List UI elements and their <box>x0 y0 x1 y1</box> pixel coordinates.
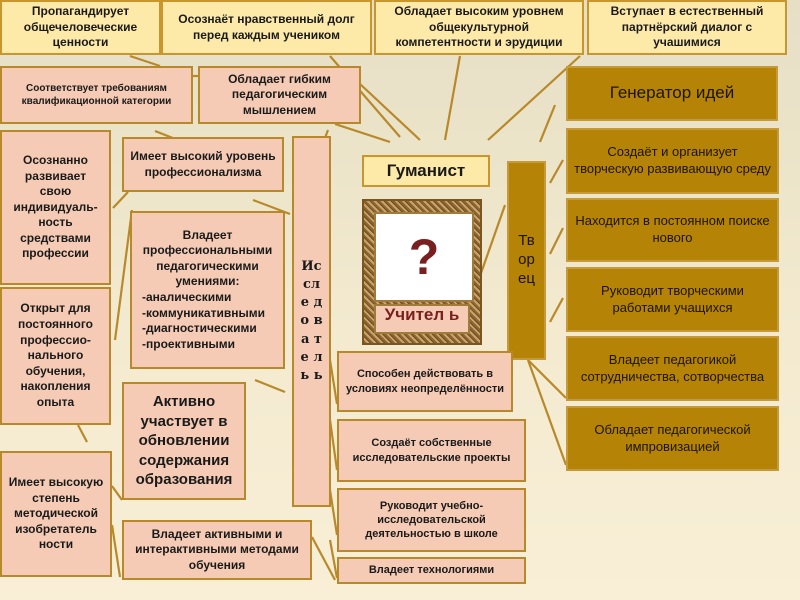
connector-line <box>443 55 462 141</box>
creator-item-text: Создаёт и организует творческую развиваю… <box>574 144 771 176</box>
box-professional-skills: Владеет профессиональными педагогическим… <box>130 211 285 369</box>
researcher-item: Создаёт собственные исследовательские пр… <box>337 419 526 482</box>
box-text: Владеет активными и интерактивными метод… <box>135 526 299 572</box>
box-professionalism: Имеет высокий уровень профессионализма <box>122 137 284 192</box>
connector-line <box>111 485 123 501</box>
left-box-text: Открыт для постоянного профессио-нальног… <box>18 301 93 409</box>
creator-label: Тв ор ец <box>518 232 535 287</box>
question-mark-icon: ? <box>408 229 440 285</box>
connector-line <box>359 83 421 141</box>
left-box-text: Осознанно развивает свою индивидуаль-нос… <box>13 152 98 261</box>
connector-line <box>311 536 336 581</box>
connector-line <box>538 104 557 143</box>
creator-item: Владеет педагогикой сотрудничества, сотв… <box>566 336 779 401</box>
connector-line <box>527 359 567 399</box>
teacher-label-plate: Учител ь <box>374 304 470 334</box>
connector-line <box>549 297 564 323</box>
researcher-bar: Ис сле до ва те ль ь <box>292 136 331 507</box>
connector-line <box>112 191 129 209</box>
portrait-frame: ? Учител ь <box>362 199 482 345</box>
connector-line <box>129 54 161 68</box>
top-box-partner-dialog: Вступает в естественный партнёрский диал… <box>587 0 787 55</box>
left-box-individuality: Осознанно развивает свою индивидуаль-нос… <box>0 130 111 285</box>
left-box-methodical-inventiveness: Имеет высокую степень методической изобр… <box>0 451 112 577</box>
creator-item: Обладает педагогической импровизацией <box>566 406 779 471</box>
researcher-item-text: Владеет технологиями <box>368 564 495 577</box>
creator-item-text: Находится в постоянном поиске нового <box>575 213 770 245</box>
box-text: Имеет высокий уровень профессионализма <box>130 148 276 179</box>
box-text: Обладает гибким педагогическим мышлением <box>228 71 331 117</box>
top-box-text: Пропагандирует общечеловеческие ценности <box>23 4 138 50</box>
connector-line <box>110 524 122 578</box>
researcher-item-text: Способен действовать в условиях неопреде… <box>346 368 504 395</box>
connector-line <box>487 55 581 141</box>
connector-line <box>328 539 339 579</box>
researcher-item: Способен действовать в условиях неопреде… <box>337 351 513 412</box>
top-box-text: Вступает в естественный партнёрский диал… <box>610 4 764 50</box>
left-box-text: Имеет высокую степень методической изобр… <box>8 475 104 552</box>
teacher-label: Учител ь <box>384 305 460 324</box>
skills-title: Владеет профессиональными педагогическим… <box>142 227 273 289</box>
connector-line <box>478 204 507 277</box>
researcher-label: Ис сле до ва те ль ь <box>300 258 323 383</box>
creator-item-text: Руководит творческими работами учащихся <box>601 282 744 315</box>
connector-line <box>254 378 286 394</box>
connector-line <box>328 359 339 405</box>
connector-line <box>328 419 339 471</box>
researcher-item: Руководит учебно-исследовательской деяте… <box>337 488 526 552</box>
box-text: Активно участвует в обновлении содержани… <box>135 393 233 489</box>
researcher-item: Владеет технологиями <box>337 557 526 584</box>
researcher-item-text: Создаёт собственные исследовательские пр… <box>352 437 511 464</box>
box-content-update: Активно участвует в обновлении содержани… <box>122 382 246 500</box>
left-box-text: Соответствует требованиям квалификационн… <box>21 83 172 107</box>
top-box-text: Осознаёт нравственный долг перед каждым … <box>178 11 355 42</box>
creator-bar: Тв ор ец <box>507 161 546 360</box>
top-box-text: Обладает высоким уровнем общекультурной … <box>394 4 564 50</box>
connector-line <box>328 489 339 536</box>
researcher-item-text: Руководит учебно-исследовательской деяте… <box>365 499 498 541</box>
portrait-canvas: ? <box>374 212 474 302</box>
top-box-cultural-competence: Обладает высоким уровнем общекультурной … <box>374 0 584 55</box>
skill-item: -аналическими <box>142 290 232 304</box>
box-interactive-methods: Владеет активными и интерактивными метод… <box>122 520 312 580</box>
connector-line <box>113 209 134 341</box>
left-box-lifelong-learning: Открыт для постоянного профессио-нальног… <box>0 287 111 425</box>
creator-item-text: Генератор идей <box>609 83 735 103</box>
creator-item-text: Владеет педагогикой сотрудничества, сотв… <box>580 351 765 384</box>
connector-line <box>549 227 564 255</box>
creator-item: Находится в постоянном поиске нового <box>566 198 779 262</box>
creator-item: Создаёт и организует творческую развиваю… <box>566 128 779 194</box>
connector-line <box>77 424 88 443</box>
skill-item: -диагностическими <box>142 321 257 336</box>
box-flexible-thinking: Обладает гибким педагогическим мышлением <box>198 66 361 124</box>
creator-item: Генератор идей <box>566 66 778 121</box>
connector-line <box>334 122 391 144</box>
top-box-universal-values: Пропагандирует общечеловеческие ценности <box>0 0 161 55</box>
left-box-qualification: Соответствует требованиям квалификационн… <box>0 66 193 124</box>
humanist-label-box: Гуманист <box>362 155 490 187</box>
skill-item: -проективными <box>142 336 235 351</box>
top-box-moral-duty: Осознаёт нравственный долг перед каждым … <box>161 0 372 55</box>
skill-item: -коммуникативными <box>142 305 265 320</box>
creator-item-text: Обладает педагогической импровизацией <box>594 421 751 454</box>
creator-item: Руководит творческими работами учащихся <box>566 267 779 332</box>
humanist-label: Гуманист <box>386 160 466 180</box>
connector-line <box>549 159 564 184</box>
connector-line <box>526 359 568 466</box>
